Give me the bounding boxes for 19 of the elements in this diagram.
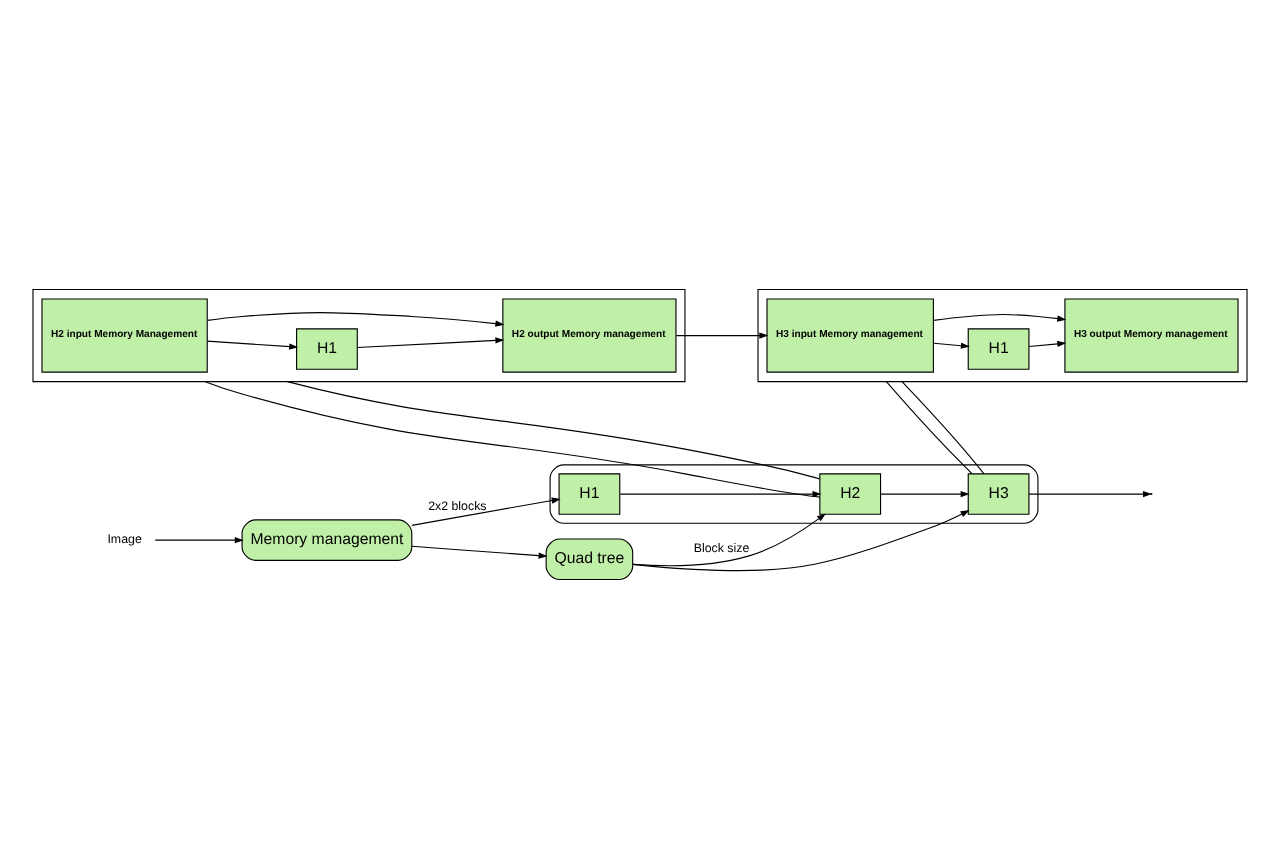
arrow <box>206 339 299 349</box>
arrow <box>932 313 1067 321</box>
arrow <box>154 536 244 543</box>
arrow <box>411 544 548 558</box>
arrow <box>619 489 822 497</box>
arrow <box>675 331 769 338</box>
connector <box>204 380 821 497</box>
arrow <box>933 341 970 348</box>
arrow <box>356 336 505 348</box>
connector <box>901 380 985 474</box>
arrow <box>411 496 561 525</box>
arrow <box>1028 489 1152 497</box>
arrow <box>880 489 970 497</box>
arrow <box>632 509 970 571</box>
connector <box>286 380 821 479</box>
arrow <box>206 311 505 326</box>
connector <box>885 380 973 474</box>
cluster <box>32 287 686 382</box>
arrow <box>1028 339 1067 347</box>
